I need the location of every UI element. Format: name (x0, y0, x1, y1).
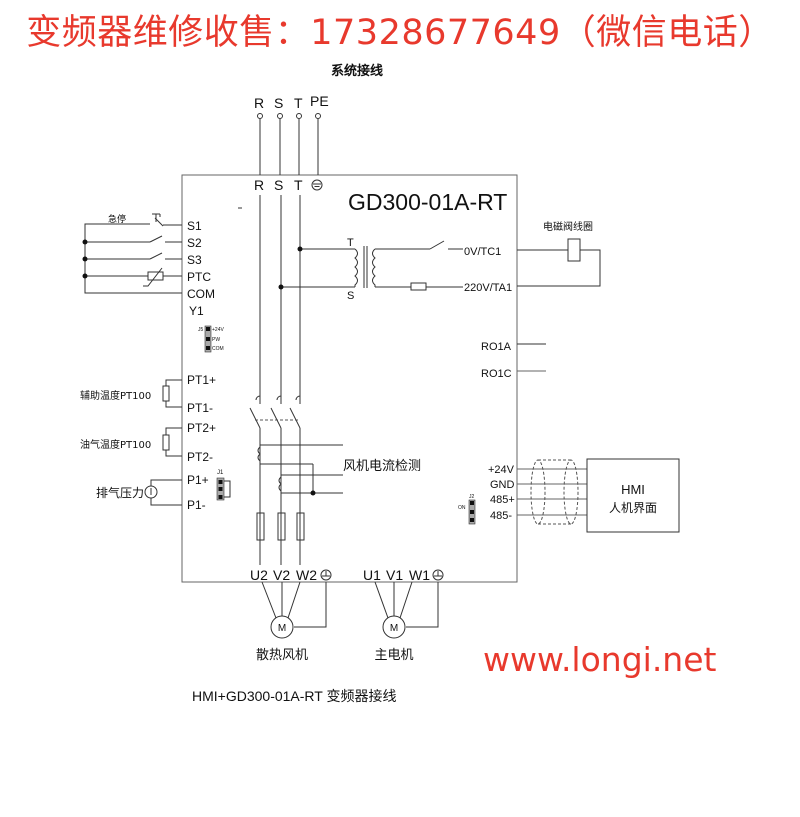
jumper-j5: J5 +24V PW COM (198, 325, 224, 353)
svg-text:RO1C: RO1C (481, 368, 512, 380)
terminal-t-label: T (294, 95, 303, 111)
hmi-title: HMI (621, 482, 645, 497)
solenoid-coil-icon (567, 238, 581, 262)
inner-s-label: S (274, 177, 283, 193)
fan-motor-label: 散热风机 (256, 648, 308, 663)
fan-fuse-v (277, 512, 286, 541)
pressure-sensor: P1+ P1- 排气压力 J1 (96, 470, 231, 512)
terminal-y1: Y1 (189, 304, 204, 318)
terminal-r-point (257, 113, 263, 119)
terminal-s1: S1 (187, 219, 202, 233)
svg-text:V2: V2 (273, 567, 290, 583)
terminal-com: COM (187, 287, 215, 301)
temperature-sensors: PT1+ PT1- 辅助温度PT100 PT2+ PT2- 油气温度PT100 (80, 373, 216, 464)
main-motor-label: 主电机 (374, 648, 413, 663)
terminal-t-point (296, 113, 302, 119)
svg-text:J5: J5 (198, 327, 204, 333)
terminal-s3: S3 (187, 253, 202, 267)
fan-fuse-u (256, 512, 265, 541)
terminal-tc1: 0V/TC1 (464, 246, 501, 258)
diagram-caption: HMI+GD300-01A-RT 变频器接线 (192, 688, 397, 704)
hmi-subtitle: 人机界面 (609, 501, 657, 515)
svg-text:485+: 485+ (490, 494, 515, 506)
svg-text:W2: W2 (296, 567, 317, 583)
control-transformer: T S 0V/TC1 220V/TA1 (278, 237, 512, 302)
terminal-s2: S2 (187, 236, 202, 250)
power-input-terminals: R S T PE (254, 93, 329, 175)
fan-detect-label: 风机电流检测 (343, 459, 421, 474)
output-terminals: U2 V2 W2 U1 V1 W1 (250, 567, 444, 583)
terminal-s-point (277, 113, 283, 119)
svg-text:PT1+: PT1+ (187, 373, 216, 387)
shield-ring-right (563, 459, 579, 525)
svg-text:P1+: P1+ (187, 473, 209, 487)
hmi-panel: HMI 人机界面 (586, 458, 680, 533)
fan-fuse-w (296, 512, 305, 541)
contact-banner: 变频器维修收售：17328677649（微信电话） (26, 13, 774, 53)
device-model: GD300-01A-RT (348, 189, 507, 215)
aux-temp-label: 辅助温度PT100 (80, 389, 151, 402)
diagram-subtitle: 系统接线 (330, 64, 383, 79)
fan-motor: M 散热风机 (256, 581, 327, 663)
svg-text:M: M (390, 623, 398, 634)
main-motor: M 主电机 (374, 581, 439, 663)
svg-text:+24V: +24V (488, 464, 515, 476)
svg-text:ON: ON (458, 505, 466, 511)
inner-t-label: T (294, 177, 303, 193)
main-motor-icon (382, 615, 406, 639)
oil-temp-label: 油气温度PT100 (80, 438, 151, 451)
svg-text:PT2+: PT2+ (187, 421, 216, 435)
svg-text:PT2-: PT2- (187, 450, 213, 464)
fuse-icon (410, 282, 427, 291)
main-ground-icon (432, 569, 444, 581)
svg-text:W1: W1 (409, 567, 430, 583)
fan-ground-icon (320, 569, 332, 581)
terminal-pe-point (315, 113, 321, 119)
fan-contactor (249, 395, 301, 565)
svg-text:GND: GND (490, 479, 515, 491)
pt100-aux-icon (162, 385, 170, 402)
terminal-r-label: R (254, 95, 264, 111)
svg-text:S: S (347, 290, 354, 302)
svg-text:P1-: P1- (187, 498, 206, 512)
pressure-label: 排气压力 (96, 485, 144, 500)
svg-text:PT1-: PT1- (187, 401, 213, 415)
website-watermark: www.longi.net (483, 640, 717, 679)
ground-icon (311, 179, 323, 191)
pt100-oil-icon (162, 434, 170, 451)
inner-r-label: R (254, 177, 264, 193)
svg-text:J2: J2 (469, 494, 475, 500)
relay-output: RO1A RO1C (481, 341, 546, 380)
svg-text:T: T (347, 237, 354, 249)
svg-text:J1: J1 (217, 470, 224, 476)
svg-text:RO1A: RO1A (481, 341, 512, 353)
fan-current-detect: 风机电流检测 (256, 444, 421, 541)
fan-motor-icon (270, 615, 294, 639)
terminal-s-label: S (274, 95, 283, 111)
solenoid-label: 电磁阀线圈 (543, 220, 593, 233)
svg-text:COM: COM (212, 346, 224, 352)
terminal-ptc: PTC (187, 270, 211, 284)
svg-text:+24V: +24V (212, 327, 224, 333)
svg-text:PW: PW (212, 337, 220, 343)
shield-ring-left (530, 459, 546, 525)
terminal-ta1: 220V/TA1 (464, 282, 512, 294)
terminal-pe-label: PE (310, 93, 329, 109)
svg-text:M: M (278, 623, 286, 634)
estop-label: 急停 (108, 213, 126, 225)
transformer-primary-coil (354, 248, 358, 287)
svg-text:U2: U2 (250, 567, 268, 583)
svg-text:485-: 485- (490, 510, 512, 522)
control-inputs: 急停 S1 S2 S3 PTC COM Y1 (82, 213, 215, 318)
comm-terminals: +24V GND 485+ 485- J2 ON (458, 459, 587, 525)
transformer-secondary-coil (372, 248, 376, 287)
svg-text:U1: U1 (363, 567, 381, 583)
device-box (181, 174, 518, 583)
solenoid-valve: 电磁阀线圈 (517, 220, 601, 287)
svg-text:V1: V1 (386, 567, 403, 583)
